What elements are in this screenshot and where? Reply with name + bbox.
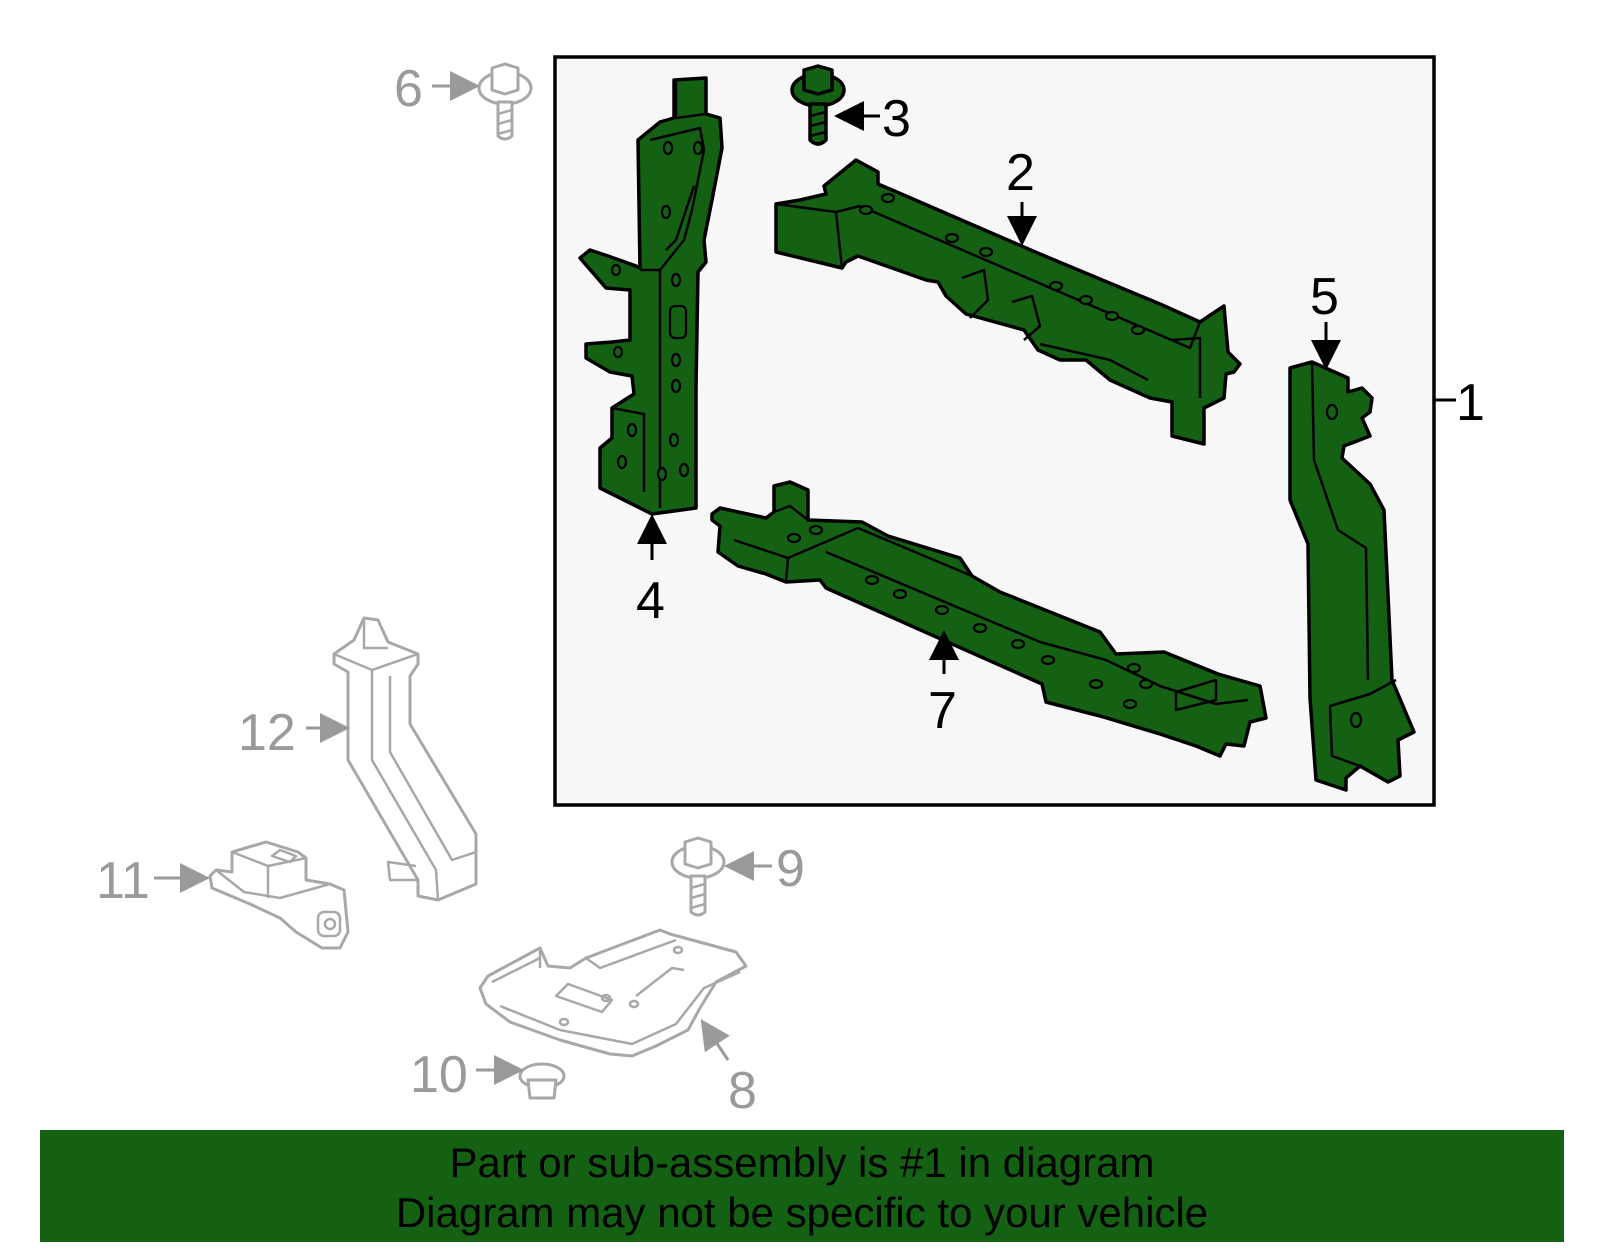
callout-9: 9	[776, 840, 805, 898]
part-2-upper-crossmember[interactable]	[774, 158, 1242, 446]
part-12-bracket[interactable]	[332, 616, 478, 902]
callout-1: 1	[1456, 374, 1485, 432]
callout-2: 2	[1006, 144, 1035, 202]
banner-line-1: Part or sub-assembly is #1 in diagram	[449, 1139, 1155, 1186]
arrow-8	[700, 1019, 730, 1061]
info-banner: Part or sub-assembly is #1 in diagram Di…	[40, 1130, 1564, 1242]
part-10-clip[interactable]	[518, 1062, 566, 1100]
part-4-left-support[interactable]	[578, 76, 724, 516]
part-8-under-cover[interactable]	[478, 928, 748, 1058]
callout-11: 11	[96, 852, 150, 910]
callout-10: 10	[410, 1046, 468, 1104]
part-3-bolt[interactable]	[790, 64, 846, 146]
banner-line-2: Diagram may not be specific to your vehi…	[395, 1189, 1209, 1236]
part-7-lower-crossmember[interactable]	[710, 480, 1268, 758]
callout-12: 12	[238, 704, 296, 762]
part-9-bolt[interactable]	[670, 836, 726, 917]
part-6-bolt[interactable]	[477, 62, 533, 141]
part-5-right-support[interactable]	[1288, 360, 1416, 792]
callout-6: 6	[394, 60, 423, 118]
callout-3: 3	[882, 90, 911, 148]
callout-7: 7	[928, 682, 957, 740]
callout-5: 5	[1310, 268, 1339, 326]
callout-4: 4	[636, 572, 665, 630]
callout-8: 8	[728, 1062, 757, 1120]
part-11-bracket[interactable]	[208, 840, 350, 950]
